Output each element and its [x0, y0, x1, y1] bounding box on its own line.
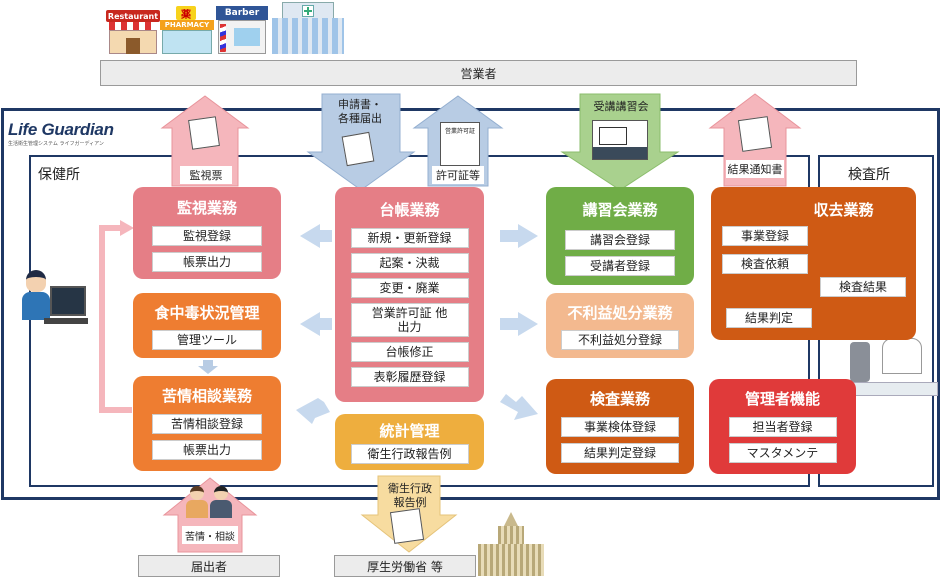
shokuchu-to-kujo-arrow — [198, 360, 218, 374]
kujo-report-output-button[interactable]: 帳票出力 — [152, 440, 262, 460]
result-judgement-button[interactable]: 結果判定登録 — [561, 443, 679, 463]
staff-at-computer-icon — [20, 262, 90, 332]
arrow-to-kensa — [500, 394, 538, 420]
shukyo-business-registration-button[interactable]: 事業登録 — [722, 226, 808, 246]
result-judgement-shukyo-button[interactable]: 結果判定 — [726, 308, 812, 328]
module-furieki: 不利益処分業務 不利益処分登録 — [546, 293, 694, 358]
arrow-to-furieki — [500, 312, 538, 336]
kujo-sodan-label: 苦情・相談 — [182, 526, 238, 544]
kouro-bar: 厚生労働省 等 — [334, 555, 476, 577]
kanshi-report-output-button[interactable]: 帳票出力 — [152, 252, 262, 272]
kujo-loop-arrow — [99, 225, 132, 413]
kyokasho-label: 許可証等 — [432, 166, 484, 184]
logo-tagline: 生活衛生管理システム ライフガーディアン — [8, 141, 104, 147]
module-kanrisha: 管理者機能 担当者登録 マスタメンテ — [709, 379, 856, 474]
arrow-to-kujo — [296, 398, 330, 424]
commendation-history-button[interactable]: 表彰履歴登録 — [350, 367, 469, 387]
management-tool-button[interactable]: 管理ツール — [152, 330, 262, 350]
module-koushu: 講習会業務 講習会登録 受講者登録 — [546, 187, 694, 285]
consultation-people-icon — [186, 484, 234, 518]
pharmacy-sign: PHARMACY — [160, 20, 214, 30]
hospital-building-icon — [272, 2, 344, 54]
lecture-scene-icon — [592, 120, 648, 160]
draft-approval-button[interactable]: 起案・決裁 — [350, 253, 469, 273]
arrow-to-koushu — [500, 224, 538, 248]
specimen-registration-button[interactable]: 事業検体登録 — [561, 417, 679, 437]
master-maintenance-button[interactable]: マスタメンテ — [728, 443, 837, 463]
pharmacy-building-icon: 薬 PHARMACY — [160, 6, 214, 54]
module-furieki-title: 不利益処分業務 — [567, 304, 673, 322]
permit-output-button[interactable]: 営業許可証 他 出力 — [350, 303, 469, 337]
arrow-to-shokuchu — [300, 312, 332, 336]
module-shokuchu-title: 食中毒状況管理 — [154, 304, 260, 322]
module-shukyo-title: 収去業務 — [813, 201, 874, 219]
certificate-icon: 営業許可証 — [440, 122, 480, 166]
diet-building-icon — [478, 512, 544, 576]
module-kujo: 苦情相談業務 苦情相談登録 帳票出力 — [133, 376, 281, 471]
kanshi-registration-button[interactable]: 監視登録 — [152, 226, 262, 246]
certificate-title: 営業許可証 — [444, 128, 475, 135]
document-icon — [389, 508, 425, 544]
shinseisho-label: 申請書・ 各種届出 — [338, 98, 382, 126]
inspection-request-button[interactable]: 検査依頼 — [722, 254, 808, 274]
restaurant-sign: Restaurant — [106, 10, 160, 22]
module-shokuchu: 食中毒状況管理 管理ツール — [133, 293, 281, 358]
module-kujo-title: 苦情相談業務 — [161, 387, 252, 405]
operators-bar: 営業者 — [100, 60, 857, 86]
module-kanshi-title: 監視業務 — [176, 199, 237, 217]
attendee-registration-button[interactable]: 受講者登録 — [565, 256, 675, 276]
jukou-label: 受講講習会 — [593, 100, 649, 113]
barber-building-icon: Barber — [216, 6, 268, 54]
document-icon — [341, 131, 375, 167]
module-koushu-title: 講習会業務 — [582, 201, 658, 219]
kujo-registration-button[interactable]: 苦情相談登録 — [152, 414, 262, 434]
arrow-to-kanshi — [300, 224, 332, 248]
module-kensa: 検査業務 事業検体登録 結果判定登録 — [546, 379, 694, 474]
eisei-label: 衛生行政 報告例 — [388, 482, 432, 509]
kanshihyo-label: 監視票 — [180, 166, 232, 184]
new-renewal-registration-button[interactable]: 新規・更新登録 — [350, 228, 469, 248]
barber-sign: Barber — [216, 6, 268, 20]
inspection-result-button[interactable]: 検査結果 — [820, 277, 906, 297]
module-kensa-title: 検査業務 — [589, 390, 650, 408]
document-icon — [188, 116, 220, 150]
todokede-bar: 届出者 — [138, 555, 280, 577]
eisei-report-button[interactable]: 衛生行政報告例 — [350, 444, 469, 464]
module-toukei: 統計管理 衛生行政報告例 — [335, 414, 484, 470]
module-daicho: 台帳業務 新規・更新登録 起案・決裁 変更・廃業 営業許可証 他 出力 台帳修正… — [335, 187, 484, 402]
module-kanshi: 監視業務 監視登録 帳票出力 — [133, 187, 281, 279]
furieki-registration-button[interactable]: 不利益処分登録 — [561, 330, 679, 350]
koushu-registration-button[interactable]: 講習会登録 — [565, 230, 675, 250]
module-daicho-title: 台帳業務 — [379, 201, 440, 219]
logo-name: Life Guardian — [8, 120, 114, 139]
kekka-label: 結果通知書 — [726, 160, 784, 178]
hokenjo-label: 保健所 — [38, 167, 80, 183]
kensajo-label: 検査所 — [848, 167, 890, 183]
document-icon — [737, 116, 773, 152]
pharmacy-kanji-sign: 薬 — [176, 6, 196, 21]
ledger-correction-button[interactable]: 台帳修正 — [350, 342, 469, 362]
change-closure-button[interactable]: 変更・廃業 — [350, 278, 469, 298]
life-guardian-logo: Life Guardian 生活衛生管理システム ライフガーディアン — [8, 120, 134, 154]
staff-registration-button[interactable]: 担当者登録 — [728, 417, 837, 437]
module-kanrisha-title: 管理者機能 — [744, 390, 820, 408]
restaurant-building-icon: Restaurant — [106, 10, 160, 54]
module-toukei-title: 統計管理 — [379, 422, 440, 440]
